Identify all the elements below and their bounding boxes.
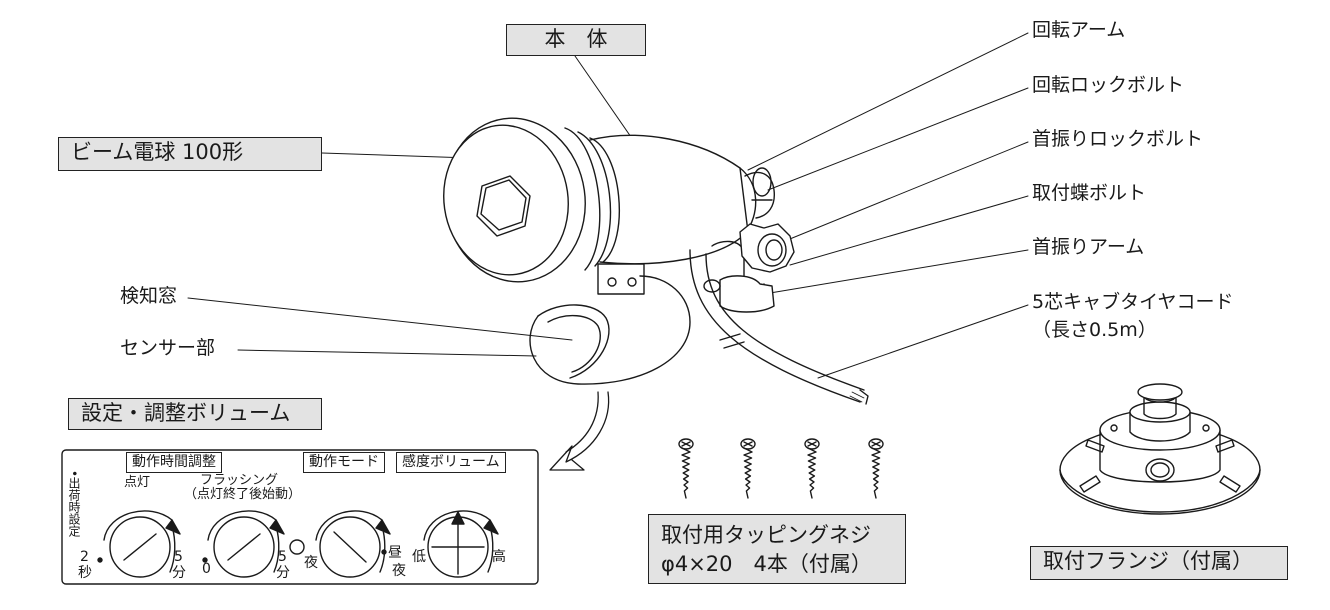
dial1-max: 5 [174, 549, 183, 565]
label-mount-wing-bolt: 取付蝶ボルト [1032, 182, 1147, 204]
dial-time-1 [97, 510, 181, 578]
tapping-screws [678, 438, 884, 499]
lamp-body-drawing [443, 117, 869, 405]
dial2-min: 0 [202, 561, 211, 577]
label-screws-line2: φ4×20 4本（付属） [661, 552, 872, 577]
dial1-min: 2 [80, 549, 89, 565]
tapping-screw [678, 438, 694, 499]
label-cord: 5芯キャブタイヤコード [1032, 291, 1234, 313]
dial1-min-unit: 秒 [78, 565, 92, 581]
label-cord-length: （長さ0.5m） [1032, 319, 1157, 341]
dial-sensitivity [423, 510, 499, 578]
label-detect-window: 検知窓 [120, 285, 178, 307]
label-screws: 取付用タッピングネジ φ4×20 4本（付属） [648, 514, 906, 584]
dial2-max-unit: 分 [276, 565, 290, 581]
label-rotate-lock-bolt: 回転ロックボルト [1032, 74, 1185, 96]
dial-time-2 [202, 510, 285, 578]
label-sensor: センサー部 [120, 337, 216, 359]
mode-night2: 夜 [392, 563, 406, 579]
panel-time-adjust: 動作時間調整 [126, 452, 222, 474]
dial2-max: 5 [278, 549, 287, 565]
panel-mode: 動作モード [303, 452, 385, 474]
panel-sensitivity: 感度ボリューム [396, 452, 506, 474]
tapping-screw [740, 438, 756, 499]
settings-panel-frame [61, 449, 539, 585]
dial1-max-unit: 分 [172, 565, 186, 581]
label-rotate-arm: 回転アーム [1032, 19, 1126, 41]
tapping-screw [804, 438, 820, 499]
panel-side-label: •出荷時設定 [67, 470, 81, 538]
panel-flash-line1: フラッシング [200, 473, 279, 488]
led-indicator [289, 539, 305, 555]
sens-low: 低 [412, 549, 426, 565]
label-screws-line1: 取付用タッピングネジ [661, 523, 871, 547]
mode-night: 夜 [304, 555, 318, 571]
mounting-flange-drawing [1059, 383, 1261, 515]
sens-high: 高 [492, 549, 506, 565]
leader-lines [187, 32, 1029, 379]
label-flange: 取付フランジ（付属） [1030, 546, 1288, 580]
panel-light-on: 点灯 [124, 475, 151, 490]
dial-mode [315, 510, 391, 578]
label-body: 本 体 [506, 24, 646, 56]
curved-arrow [549, 391, 610, 471]
panel-flash-line2: （点灯終了後始動） [184, 487, 302, 502]
label-swing-lock-bolt: 首振りロックボルト [1032, 128, 1204, 150]
label-swing-arm: 首振りアーム [1032, 236, 1145, 258]
mode-day: 昼 [388, 545, 402, 561]
label-volume-title: 設定・調整ボリューム [68, 398, 322, 430]
label-bulb: ビーム電球 100形 [58, 137, 322, 171]
tapping-screw [868, 438, 884, 499]
